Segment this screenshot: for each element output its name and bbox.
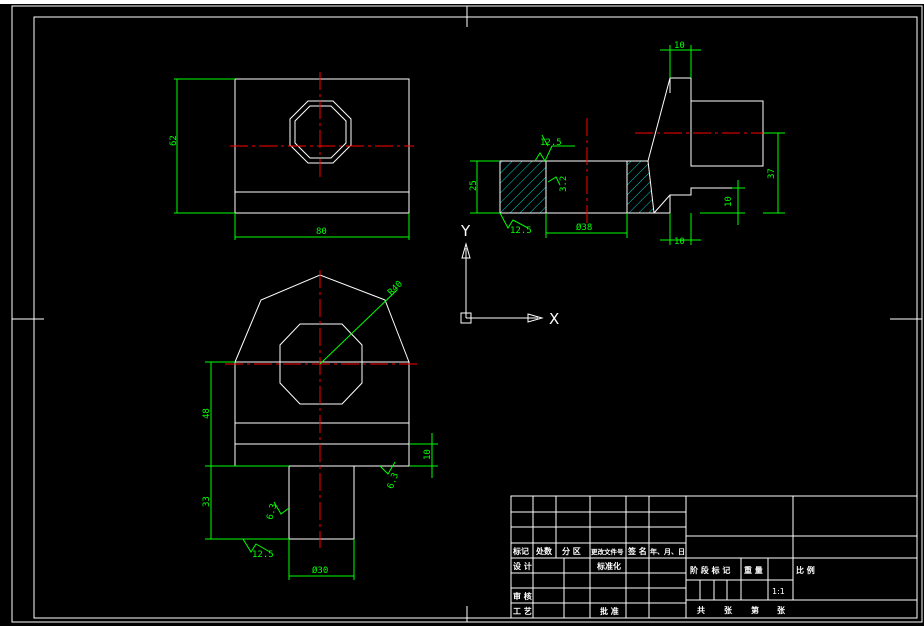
side-roughness-bottom: 12.5	[510, 226, 532, 236]
front-view[interactable]: 62 80	[169, 72, 414, 240]
side-dim-right-height: 37	[767, 168, 777, 179]
top-dim-10: 10	[423, 449, 433, 460]
top-body-outline	[234, 361, 410, 467]
front-hole-outer	[289, 100, 352, 164]
side-hatch-right	[626, 160, 655, 214]
tb-sheets: 张	[724, 606, 733, 615]
top-roughness-bottom: 12.5	[252, 550, 274, 560]
center-marks	[12, 6, 922, 622]
side-roughness-top: 12.5	[540, 138, 562, 148]
top-arc-outline	[234, 274, 410, 363]
front-dim-height: 62	[169, 135, 179, 146]
title-block[interactable]: 标记 处数 分 区 更改文件号 签 名 年、月、日 设 计 标准化 审 核 工 …	[510, 495, 918, 619]
tb-page-sheets: 张	[777, 606, 786, 615]
top-centerlines	[225, 270, 418, 548]
top-dim-diameter: Ø30	[312, 565, 328, 576]
side-dimensions	[470, 45, 785, 245]
tb-header-mark: 标记	[512, 546, 529, 556]
front-hole-inner	[294, 105, 347, 159]
window-top-strip	[0, 0, 924, 4]
tb-scale: 比 例	[796, 565, 815, 575]
sheet-outer-border	[11, 5, 923, 623]
top-dim-48: 48	[202, 408, 212, 419]
front-dimensions	[174, 78, 410, 240]
tb-total: 共	[697, 605, 705, 615]
side-dim-top-width: 10	[674, 41, 685, 51]
top-shaft	[288, 465, 355, 540]
top-roughness-right: 6.3	[386, 472, 401, 491]
top-dimensions	[205, 289, 438, 580]
ucs-icon: Y X	[460, 222, 559, 328]
top-hole	[279, 323, 363, 405]
top-view[interactable]: R40 48 10 33 Ø30 6.3 6.3 12.5	[202, 270, 438, 580]
tb-header-date: 年、月、日	[650, 547, 685, 556]
front-centerlines	[230, 72, 414, 178]
tb-header-count: 处数	[535, 546, 553, 556]
sheet-inner-border	[33, 16, 918, 619]
side-step	[653, 187, 732, 214]
side-centerlines	[586, 118, 785, 226]
tb-header-zone: 分 区	[562, 546, 581, 556]
front-dim-width: 80	[316, 227, 327, 237]
ucs-x-label: X	[549, 310, 559, 328]
tb-review: 审 核	[513, 591, 532, 601]
top-roughness-left: 6.3	[266, 503, 280, 521]
tb-approve: 批 准	[600, 606, 619, 616]
top-dim-33: 33	[202, 496, 212, 507]
side-dim-diameter: Ø38	[576, 222, 592, 233]
tb-process: 工 艺	[513, 606, 532, 616]
side-dim-bottom-width: 10	[674, 237, 685, 247]
tb-header-sign: 签 名	[627, 546, 647, 556]
tb-standardization: 标准化	[596, 561, 621, 571]
side-roughness-inner: 3.2	[559, 176, 569, 192]
tb-weight: 重 量	[744, 565, 763, 575]
tb-header-change-doc: 更改文件号	[591, 547, 624, 556]
tb-page: 第	[751, 605, 759, 615]
tb-stage-mark: 阶 段 标 记	[690, 565, 730, 575]
side-dim-left-height: 25	[469, 180, 479, 191]
tb-design: 设 计	[513, 561, 532, 571]
side-dim-small-height: 10	[724, 196, 734, 207]
top-dim-radius: R40	[386, 279, 405, 298]
ucs-y-label: Y	[460, 222, 471, 240]
side-view[interactable]: 10 37 25 10 10 Ø38 12.5 12.5 3.2	[469, 41, 785, 247]
side-hatch-left	[499, 160, 547, 214]
tb-scale-value: 1:1	[772, 587, 785, 596]
